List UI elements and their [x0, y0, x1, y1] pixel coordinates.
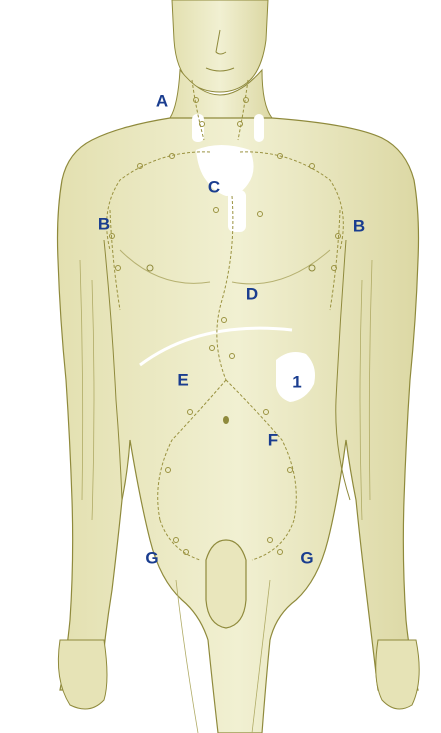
label-e: E: [177, 372, 188, 389]
label-g-right: G: [145, 550, 158, 567]
label-f: F: [268, 432, 278, 449]
label-b-left: B: [353, 218, 365, 235]
label-c: C: [208, 179, 220, 196]
label-b-right: B: [98, 216, 110, 233]
label-g-left: G: [300, 550, 313, 567]
neck-highlight-right: [254, 114, 264, 142]
navel: [223, 416, 229, 424]
right-hand: [58, 640, 107, 709]
label-d: D: [246, 286, 258, 303]
genitals: [206, 540, 246, 628]
label-1: 1: [292, 374, 301, 391]
sternum-highlight: [228, 190, 246, 232]
neck-highlight-left: [192, 114, 204, 142]
label-a: A: [156, 93, 168, 110]
left-hand: [376, 640, 419, 709]
body-silhouette: [58, 0, 420, 733]
